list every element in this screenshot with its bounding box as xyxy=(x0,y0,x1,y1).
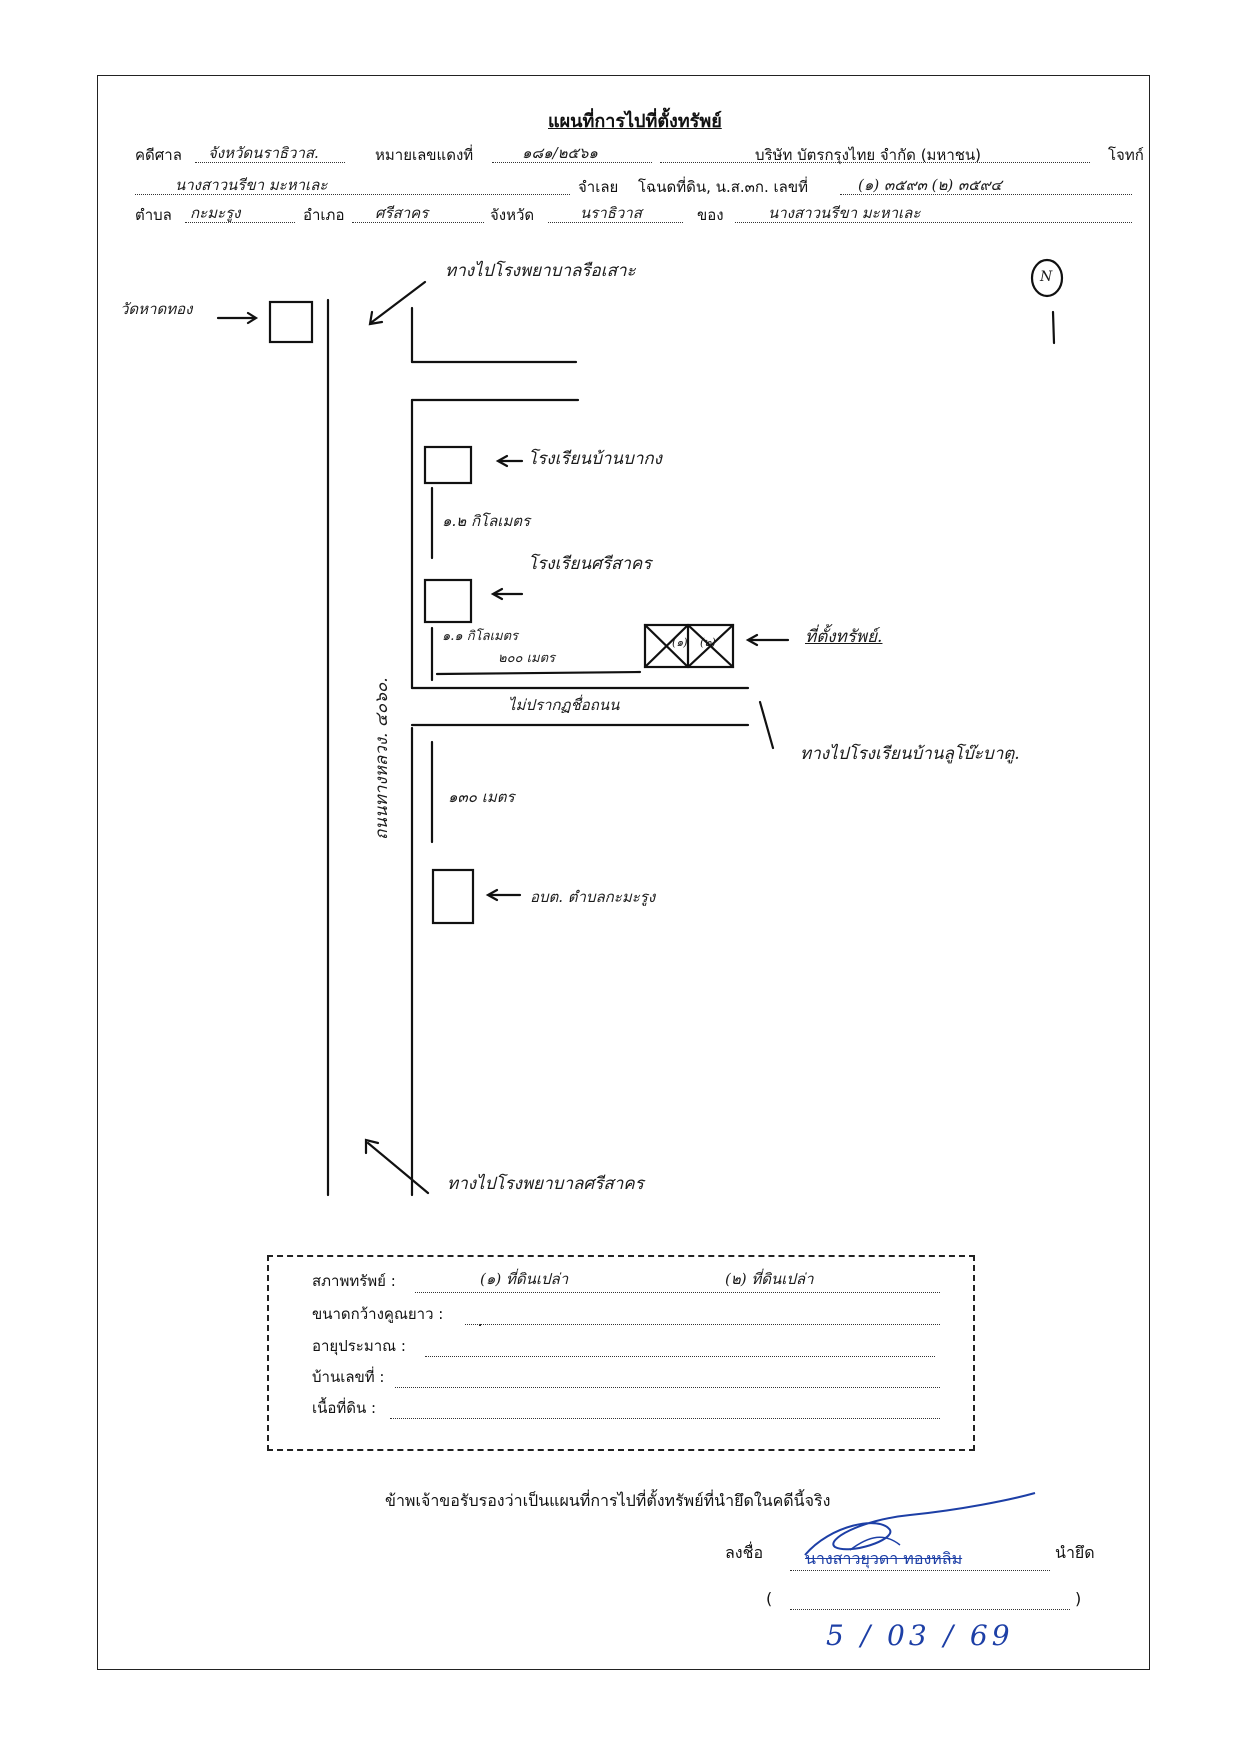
document-title: แผนที่การไปที่ตั้งทรัพย์ xyxy=(548,111,722,132)
sao-office-box xyxy=(431,868,475,925)
house-no-line xyxy=(395,1387,940,1388)
size-label: ขนาดกว้างคูณยาว : xyxy=(312,1305,444,1323)
open-paren: ( xyxy=(766,1589,773,1608)
property-info-box xyxy=(267,1255,975,1451)
subdistrict-line xyxy=(185,222,295,223)
size-line xyxy=(465,1324,940,1325)
seizer-label: นำยึด xyxy=(1055,1543,1095,1562)
subdistrict-value: กะมะรูง xyxy=(190,204,241,222)
dist-2-label: ๑.๑ กิโลเมตร xyxy=(442,629,519,644)
signer-name: นางสาวยุวดา ทองหลิม xyxy=(805,1549,963,1568)
sao-office-label: อบต. ตำบลกะมะรูง xyxy=(530,888,656,906)
district-label: อำเภอ xyxy=(303,206,345,224)
to-hospital-bottom-label: ทางไปโรงพยาบาลศรีสาคร xyxy=(447,1174,644,1194)
defendant-line xyxy=(135,194,570,195)
dist-3-label: ๒๐๐ เมตร xyxy=(498,651,556,666)
highway-label: ถนนทางหลวง. ๔๐๖๐. xyxy=(372,677,392,840)
condition-value-2: (๒) ที่ดินเปล่า xyxy=(725,1270,814,1288)
district-line xyxy=(352,222,484,223)
condition-value-1: (๑) ที่ดินเปล่า xyxy=(480,1270,569,1288)
signed-date: 5 / 03 / 69 xyxy=(826,1619,1014,1652)
document-frame xyxy=(97,75,1150,1670)
case-value: ๑๘๑/๒๕๖๑ xyxy=(522,144,598,162)
defendant-label: จำเลย xyxy=(578,178,619,196)
deed-line xyxy=(840,194,1132,195)
deed-value: (๑) ๓๕๙๓ (๒) ๓๕๙๔ xyxy=(858,176,1002,194)
house-no-label: บ้านเลขที่ : xyxy=(312,1368,385,1386)
subdistrict-label: ตำบล xyxy=(135,206,172,224)
property-lot-2: (๒) xyxy=(700,636,716,649)
plaintiff-label: โจทก์ xyxy=(1108,146,1144,164)
north-circle xyxy=(1030,258,1064,298)
district-value: ศรีสาคร xyxy=(375,204,429,222)
land-area-label: เนื้อที่ดิน : xyxy=(312,1399,377,1417)
property-label: ที่ตั้งทรัพย์. xyxy=(805,627,883,647)
close-paren: ) xyxy=(1075,1589,1082,1608)
left-building-label: วัดหาดทอง xyxy=(120,300,193,318)
signature-scribble xyxy=(804,1492,1036,1556)
province-value: นราธิวาส xyxy=(580,204,642,222)
to-school-right-label: ทางไปโรงเรียนบ้านลูโบ๊ะบาตู. xyxy=(800,744,1020,764)
deed-label: โฉนดที่ดิน, น.ส.๓ก. เลขที่ xyxy=(638,178,808,196)
to-hospital-top-label: ทางไปโรงพยาบาลรือเสาะ xyxy=(445,261,636,281)
plaintiff-line xyxy=(660,162,1090,163)
owner-value: นางสาวนรีขา มะหาเละ xyxy=(768,204,921,222)
sign-line xyxy=(790,1570,1050,1571)
age-label: อายุประมาณ : xyxy=(312,1337,406,1355)
property-lot-1: (๑) xyxy=(672,636,688,649)
plaintiff-value: บริษัท บัตรกรุงไทย จำกัด (มหาชน) xyxy=(755,146,982,164)
court-line xyxy=(195,162,345,163)
name-line xyxy=(790,1609,1070,1610)
dist-4-label: ๑๓๐ เมตร xyxy=(448,788,515,806)
temple-box xyxy=(268,300,314,344)
land-area-line xyxy=(390,1418,940,1419)
school-2-box xyxy=(423,578,473,624)
dist-1-label: ๑.๒ กิโลเมตร xyxy=(442,512,531,530)
age-line xyxy=(425,1356,935,1357)
owner-line xyxy=(735,222,1132,223)
sign-label: ลงชื่อ xyxy=(725,1543,764,1562)
dist-3-bar xyxy=(435,670,642,676)
province-label: จังหวัด xyxy=(490,206,535,224)
certify-text: ข้าพเจ้าขอรับรองว่าเป็นแผนที่การไปที่ตั้… xyxy=(385,1491,831,1510)
province-line xyxy=(548,222,683,223)
case-label: หมายเลขแดงที่ xyxy=(375,146,474,164)
condition-line xyxy=(415,1292,940,1293)
school-1-label: โรงเรียนบ้านบากง xyxy=(528,449,662,469)
court-label: คดีศาล xyxy=(135,146,182,164)
school-1-box xyxy=(423,445,473,485)
owner-label: ของ xyxy=(697,206,724,224)
defendant-value: นางสาวนรีขา มะหาเละ xyxy=(175,176,328,194)
school-2-label: โรงเรียนศรีสาคร xyxy=(528,554,652,574)
condition-label: สภาพทรัพย์ : xyxy=(312,1272,396,1290)
case-line xyxy=(492,162,652,163)
court-value: จังหวัดนราธิวาส. xyxy=(208,144,319,162)
side-road-label: ไม่ปรากฏชื่อถนน xyxy=(508,696,620,714)
north-label: N xyxy=(1040,269,1053,285)
